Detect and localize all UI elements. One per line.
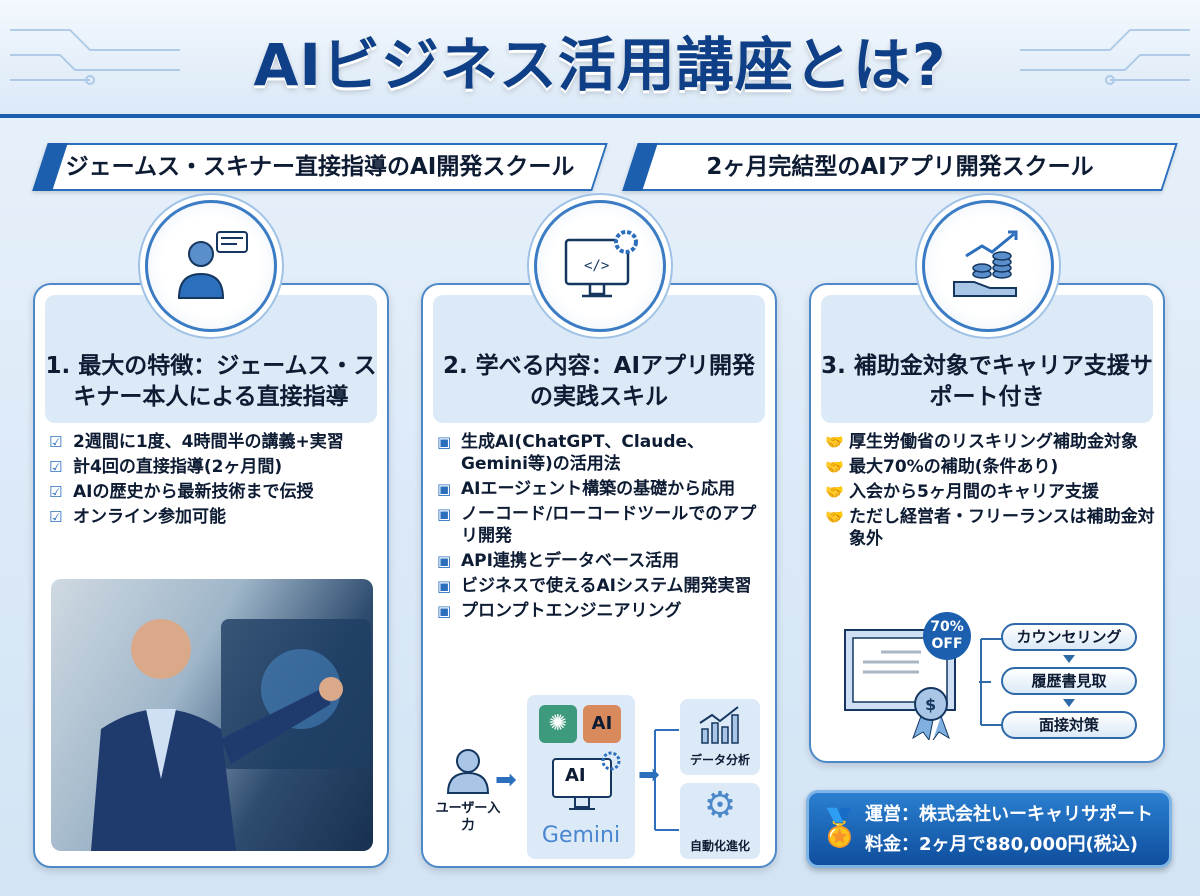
list-item: ☑計4回の直接指導(2ヶ月間) [49, 457, 283, 477]
code-window-icon: ▣ [437, 505, 452, 523]
step-counseling: カウンセリング [1001, 623, 1137, 651]
list-item: ▣ビジネスで使えるAIシステム開発実習 [437, 576, 752, 596]
list-item: ▣生成AI(ChatGPT、Claude、Gemini等)の活用法 [437, 432, 705, 474]
arrow-down-icon [1063, 699, 1075, 707]
svg-text:$: $ [925, 695, 936, 714]
automation-label: 自動化進化 [689, 839, 750, 853]
data-analysis-label: データ分析 [689, 753, 750, 767]
list-item: ▣API連携とデータベース活用 [437, 551, 680, 571]
check-circle-icon: ☑ [49, 483, 63, 501]
instructor-photo [51, 579, 373, 851]
hand-coins-growth-icon [922, 200, 1054, 332]
user-icon [446, 749, 490, 794]
subsidy-list: 🤝厚生労働省のリスキリング補助金対象 🤝最大70%の補助(条件あり) 🤝入会から… [825, 431, 1155, 553]
code-window-icon: ▣ [437, 433, 452, 451]
handshake-icon: 🤝 [825, 508, 844, 526]
handshake-icon: 🤝 [825, 433, 844, 451]
automation-box: ⚙ 自動化進化 [680, 783, 760, 859]
page-title: AIビジネス活用講座とは? [253, 31, 947, 99]
operator-text: 運営：株式会社いーキャリサポート [865, 804, 1153, 825]
award-check-icon: 🏅 [817, 808, 862, 849]
branch-arrows [654, 729, 679, 831]
claude-logo-icon: AI [583, 705, 621, 743]
step-resume: 履歴書見取 [1001, 667, 1137, 695]
card-feature: 1. 最大の特徴：ジェームス・スキナー本人による直接指導 ☑2週間に1度、4時間… [33, 283, 389, 868]
arrow-right-icon: ➡ [495, 765, 517, 795]
step-interview: 面接対策 [1001, 711, 1137, 739]
data-analysis-box: データ分析 [680, 699, 760, 775]
ai-platforms-box: ✺ AI AI Gemini [527, 695, 635, 859]
handshake-icon: 🤝 [825, 483, 844, 501]
operator-price-banner: 🏅 運営：株式会社いーキャリサポート 料金：2ヶ月で880,000円(税込) [806, 790, 1172, 868]
list-item: ▣プロンプトエンジニアリング [437, 601, 682, 621]
check-circle-icon: ☑ [49, 508, 63, 526]
chatgpt-logo-icon: ✺ [539, 705, 577, 743]
circuit-decoration-icon [10, 29, 180, 85]
step-connector [979, 638, 1003, 726]
list-item: 🤝最大70%の補助(条件あり) [825, 457, 1059, 477]
code-window-icon: ▣ [437, 480, 452, 498]
check-circle-icon: ☑ [49, 458, 63, 476]
ribbon-right: 2ヶ月完結型のAIアプリ開発スクール [622, 143, 1178, 191]
card-heading: 3. 補助金対象でキャリア支援サポート付き [821, 295, 1153, 423]
list-item: ☑AIの歴史から最新技術まで伝授 [49, 482, 314, 502]
monitor-ai-icon [552, 751, 621, 810]
list-item: 🤝厚生労働省のリスキリング補助金対象 [825, 432, 1138, 452]
teacher-speech-icon [145, 200, 277, 332]
circuit-decoration-icon [1020, 29, 1190, 85]
discount-badge: 70%OFF [923, 612, 971, 660]
bar-chart-growth-icon [699, 706, 739, 744]
ribbon-text: ジェームス・スキナー直接指導のAI開発スクール [65, 154, 575, 180]
card-subsidy: 3. 補助金対象でキャリア支援サポート付き 🤝厚生労働省のリスキリング補助金対象… [809, 283, 1165, 763]
card-heading: 2. 学べる内容：AIアプリ開発の実践スキル [433, 295, 765, 423]
check-circle-icon: ☑ [49, 433, 63, 451]
list-item: ▣ノーコード/ローコードツールでのアプリ開発 [437, 504, 757, 546]
price-text: 料金：2ヶ月で880,000円(税込) [865, 834, 1138, 855]
card-curriculum: 2. 学べる内容：AIアプリ開発の実践スキル ▣生成AI(ChatGPT、Cla… [421, 283, 777, 868]
ribbon-left: ジェームス・スキナー直接指導のAI開発スクール [32, 143, 608, 191]
feature-list: ☑2週間に1度、4時間半の講義+実習 ☑計4回の直接指導(2ヶ月間) ☑AIの歴… [49, 431, 379, 531]
gears-icon: ⚙ [703, 785, 737, 826]
code-window-icon: ▣ [437, 577, 452, 595]
ribbon-text: 2ヶ月完結型のAIアプリ開発スクール [706, 154, 1094, 180]
code-window-icon: ▣ [437, 552, 452, 570]
svg-text:</>: </> [584, 258, 609, 274]
user-input-label: ユーザー入力 [435, 801, 501, 833]
title-banner: AIビジネス活用講座とは? [0, 0, 1200, 118]
handshake-icon: 🤝 [825, 458, 844, 476]
monitor-code-gear-icon: </> [534, 200, 666, 332]
certificate-icon: $ [844, 629, 956, 740]
list-item: ☑2週間に1度、4時間半の講義+実習 [49, 432, 344, 452]
list-item: 🤝入会から5ヶ月間のキャリア支援 [825, 482, 1099, 502]
code-window-icon: ▣ [437, 602, 452, 620]
ai-label: AI [565, 765, 586, 786]
arrow-down-icon [1063, 655, 1075, 663]
list-item: 🤝ただし経営者・フリーランスは補助金対象外 [825, 507, 1155, 549]
gemini-logo: Gemini [541, 823, 621, 848]
list-item: ☑オンライン参加可能 [49, 507, 226, 527]
list-item: ▣AIエージェント構築の基礎から応用 [437, 479, 736, 499]
curriculum-list: ▣生成AI(ChatGPT、Claude、Gemini等)の活用法 ▣AIエージ… [437, 431, 767, 625]
